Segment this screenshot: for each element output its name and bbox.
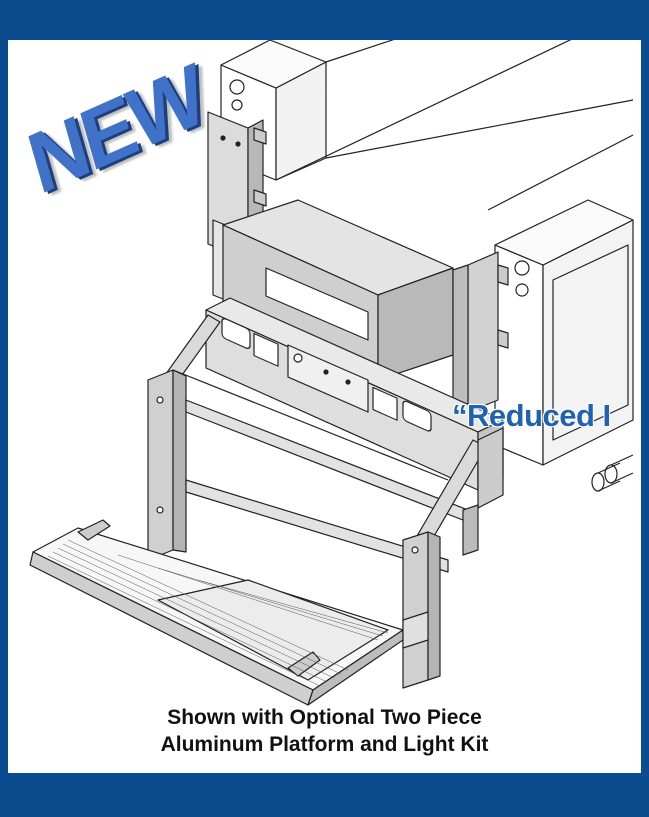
tagline-text: “Reduced I [452, 398, 611, 433]
caption: Shown with Optional Two Piece Aluminum P… [8, 704, 641, 758]
caption-line-1: Shown with Optional Two Piece [167, 706, 482, 729]
product-panel: NEW “Reduced I Shown with Optional Two P… [8, 40, 641, 773]
top-border-band [0, 0, 649, 40]
caption-line-2: Aluminum Platform and Light Kit [160, 733, 489, 756]
mount-channel-right [467, 251, 499, 413]
bottom-border-band [0, 773, 649, 817]
liftgate-illustration [29, 40, 634, 706]
